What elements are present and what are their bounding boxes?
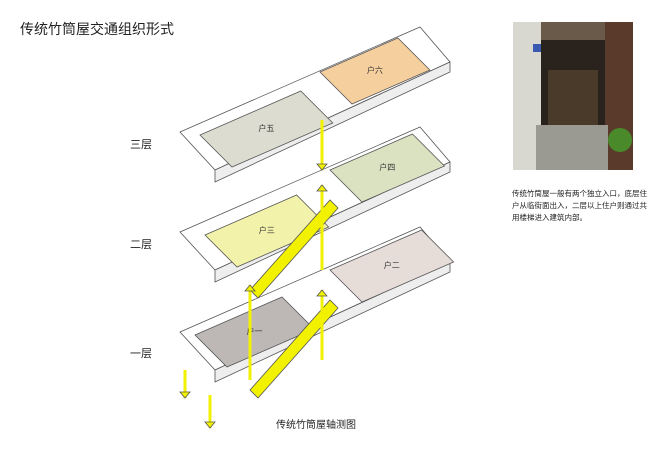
unit-5-room [199,90,334,168]
unit-2-label: 户二 [384,260,400,270]
unit-5-label: 户五 [258,123,274,133]
floor-label-3: 三层 [130,138,152,151]
arrow-up-head [244,284,256,292]
floor-label-2: 二层 [130,238,152,251]
staircase [249,299,339,399]
slab-edge [214,61,451,183]
arrow-down-head [316,163,328,171]
caption: 传统竹筒屋轴测图 [276,420,356,431]
unit-6-room [319,37,431,105]
unit-3-room [204,194,330,268]
unit-3-label: 户三 [259,225,275,235]
unit-6-label: 户六 [367,65,383,75]
staircase [249,199,339,299]
arrow-up-head [316,289,328,297]
unit-4-label: 户四 [379,162,395,172]
page-title: 传统竹筒屋交通组织形式 [20,22,174,38]
arrow-up-head [316,184,328,192]
floor-label-1: 一层 [130,347,152,360]
unit-1-label: 户一 [247,326,263,336]
description: 传统竹筒屋一般有两个独立入口，底层住户从临街面出入，二层以上住户则通过共用楼梯进… [512,189,647,222]
arrow-down-head [179,391,191,399]
unit-4-room [329,133,446,203]
arrow-down-head [204,421,216,429]
photo [513,22,633,170]
unit-2-room [329,229,455,303]
